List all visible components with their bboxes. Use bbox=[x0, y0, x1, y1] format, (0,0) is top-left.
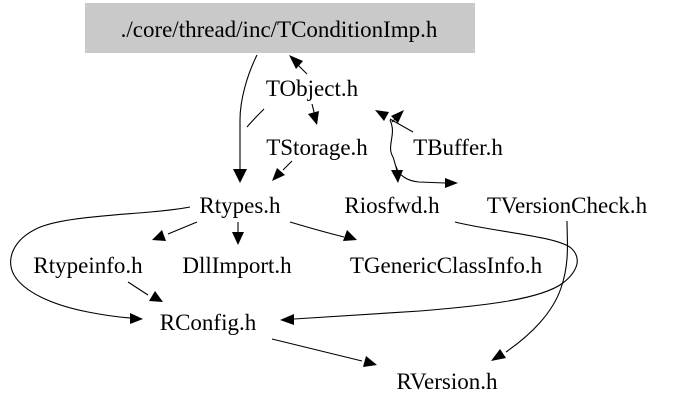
node-riosfwd-h[interactable]: Riosfwd.h bbox=[344, 193, 440, 218]
node-rtypeinfo-h[interactable]: Rtypeinfo.h bbox=[33, 253, 143, 278]
node-tversioncheck-h[interactable]: TVersionCheck.h bbox=[487, 193, 648, 218]
node-tobject-h[interactable]: TObject.h bbox=[266, 76, 359, 101]
node-dllimport-h[interactable]: DllImport.h bbox=[182, 253, 292, 278]
edge-tobject-to-tversioncheck bbox=[395, 165, 458, 188]
edge-tobject-to-riosfwd bbox=[389, 119, 403, 183]
edge-tstorage-to-rtypes bbox=[272, 160, 293, 181]
edge-riosfwd-to-tbuffer bbox=[391, 110, 404, 123]
node-tbuffer-h[interactable]: TBuffer.h bbox=[413, 135, 503, 160]
node-root-tconditionimp: ./core/thread/inc/TConditionImp.h bbox=[85, 3, 475, 53]
node-rtypes-h[interactable]: Rtypes.h bbox=[199, 193, 281, 218]
edge-tobject-to-rtypes bbox=[246, 108, 265, 128]
edge-tobject-to-tstorage bbox=[308, 103, 319, 125]
edge-rtypeinfo-to-rconfig bbox=[127, 281, 163, 302]
edge-root-to-rtypes bbox=[233, 54, 258, 183]
edge-tbuffer-to-tobject bbox=[375, 110, 414, 133]
edge-rtypes-to-rconfig bbox=[10, 206, 191, 324]
edge-rconfig-to-rversion bbox=[271, 338, 377, 367]
edge-riosfwd-to-rconfig bbox=[280, 221, 578, 325]
root-node-highlight-box bbox=[85, 3, 475, 53]
root-node-label: ./core/thread/inc/TConditionImp.h bbox=[121, 17, 438, 42]
node-rversion-h[interactable]: RVersion.h bbox=[396, 369, 498, 394]
edge-rtypes-to-rtypeinfo bbox=[152, 221, 198, 241]
node-tstorage-h[interactable]: TStorage.h bbox=[266, 135, 368, 160]
node-rconfig-h[interactable]: RConfig.h bbox=[160, 310, 257, 335]
node-tgenericclassinfo-h[interactable]: TGenericClassInfo.h bbox=[350, 253, 543, 278]
edge-tobject-to-root bbox=[289, 55, 308, 75]
edge-rtypes-to-tgenericclassinfo bbox=[289, 221, 357, 241]
edge-tversioncheck-to-rversion bbox=[491, 220, 569, 361]
edge-rtypes-to-dllimport bbox=[232, 222, 244, 245]
